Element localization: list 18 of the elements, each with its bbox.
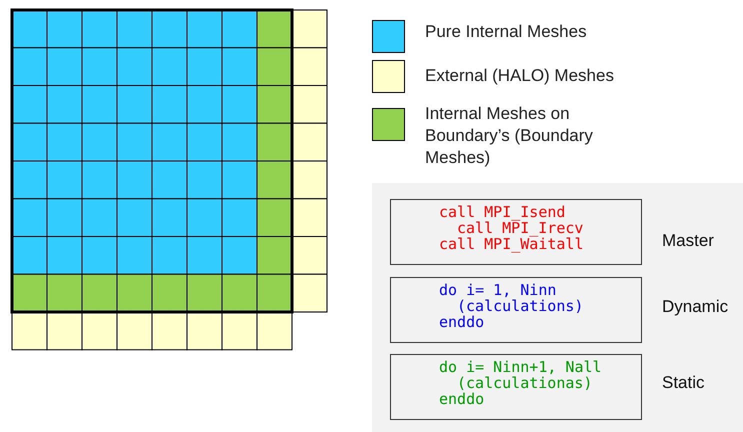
code-line: call MPI_Waitall: [439, 236, 584, 252]
code-line: (calculations): [456, 298, 584, 314]
code-box: [390, 354, 642, 420]
code-line: enddo: [439, 391, 486, 407]
code-line: call MPI_Irecv: [456, 220, 584, 236]
legend-text: External (HALO) Meshes: [425, 65, 615, 87]
role-label: Master: [662, 231, 714, 251]
code-line: call MPI_Isend: [439, 204, 566, 220]
legend-text: Pure Internal Meshes: [425, 21, 588, 43]
legend-text: Internal Meshes on Boundary’s (Boundary Meshes): [425, 103, 594, 169]
code-line: (calculationas): [456, 375, 594, 391]
code-box: [390, 277, 642, 343]
code-line: do i= Ninn+1, Nall: [439, 359, 603, 375]
code-box: [390, 199, 642, 265]
role-label: Static: [662, 373, 705, 393]
role-label: Dynamic: [662, 297, 728, 317]
code-line: enddo: [439, 314, 486, 330]
code-line: do i= 1, Ninn: [439, 282, 558, 298]
